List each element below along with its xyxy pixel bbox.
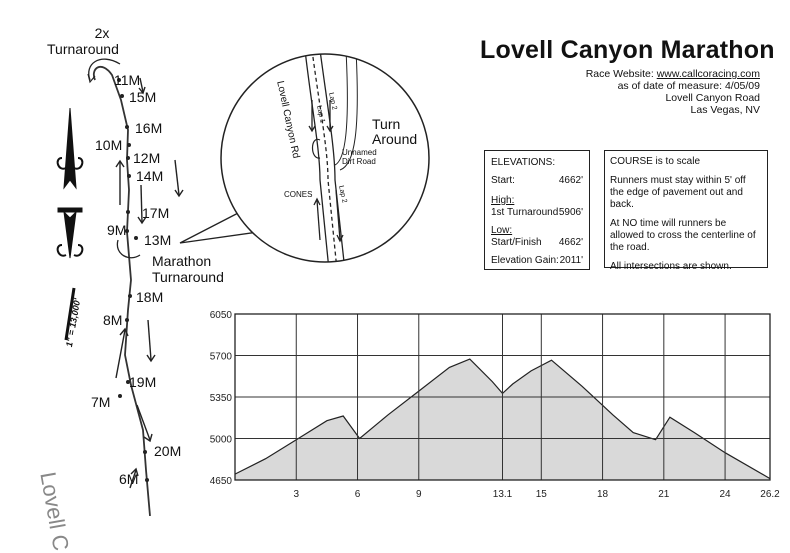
x-tick-label: 15	[536, 489, 548, 500]
turnaround-top-label: 2x	[72, 25, 132, 41]
mile-marker: 17M	[142, 205, 170, 221]
elevation-chart: 4650 5000 5350 5700 6050 3 6 9 13.1 15 18 21 24 26.2	[210, 310, 780, 500]
road-centerline	[311, 54, 339, 262]
arrow-down	[140, 184, 143, 223]
scale-bar	[64, 287, 76, 341]
low-label: Low:	[491, 225, 513, 236]
website-label: Race Website:	[585, 68, 657, 80]
mile-marker: 12M	[133, 150, 161, 166]
start-label: Start:	[491, 175, 515, 186]
gain-label: Elevation Gain:	[491, 255, 559, 266]
arrow-down	[174, 159, 180, 196]
arrow-down	[139, 77, 144, 93]
inset-turnaround	[311, 138, 321, 159]
arrow-down	[147, 319, 152, 361]
arrow-up	[129, 469, 137, 489]
mile-marker: 19M	[129, 374, 157, 390]
mile-marker: 11M	[114, 72, 141, 88]
elevations-box: ELEVATIONS: Start: 4662' High: 1st Turna…	[484, 150, 590, 270]
x-tick-label: 6	[355, 489, 361, 500]
mile-marker: 8M	[103, 312, 123, 328]
mile-marker: 20M	[154, 443, 182, 459]
y-tick-label: 5700	[210, 352, 233, 363]
x-tick-label: 21	[658, 489, 670, 500]
inset-detail-map	[179, 53, 430, 263]
x-tick-label: 13.1	[493, 489, 513, 500]
route-map	[56, 58, 184, 516]
mile-marker: 7M	[91, 394, 111, 410]
dirt-road-line1: Unnamed	[342, 148, 377, 157]
north-arrow	[56, 107, 84, 259]
y-tick-label: 5000	[210, 435, 233, 446]
page-title: Lovell Canyon Marathon	[480, 36, 775, 64]
arrow-down	[136, 404, 151, 441]
turn-around-line1: Turn	[372, 116, 401, 132]
race-website: Race Website: www.callcoracing.com	[586, 68, 760, 80]
arrow-up	[115, 329, 126, 379]
turnaround-top-line2: Turnaround	[47, 41, 119, 57]
elevations-heading: ELEVATIONS:	[491, 157, 556, 168]
course-note-1: Runners must stay within 5' off the edge…	[610, 175, 746, 210]
mile-marker: 10M	[95, 137, 123, 153]
mile-marker: 14M	[136, 168, 164, 184]
marathon-turnaround-line2: Turnaround	[152, 269, 224, 285]
high-label: High:	[491, 195, 515, 206]
race-city: Las Vegas, NV	[690, 104, 760, 116]
mile-marker: 6M	[119, 471, 139, 487]
marathon-turnaround-line1: Marathon	[152, 253, 212, 269]
mile-marker: 13M	[144, 232, 172, 248]
dirt-road-label: Unnamed Dirt Road	[342, 148, 377, 166]
low-value: 4662'	[558, 237, 583, 248]
x-tick-label: 18	[597, 489, 609, 500]
website-link[interactable]: www.callcoracing.com	[656, 68, 760, 80]
course-notes-box: COURSE is to scale Runners must stay wit…	[604, 150, 768, 272]
x-tick-label: 9	[416, 489, 422, 500]
y-tick-label: 5350	[210, 393, 233, 404]
y-tick-label: 6050	[210, 310, 233, 321]
x-tick-label: 3	[293, 489, 299, 500]
high-value: 5906'	[558, 207, 583, 218]
turnaround-top-line1: 2x	[94, 25, 110, 41]
low-point: Start/Finish	[491, 237, 542, 248]
mile-marker: 18M	[136, 289, 164, 305]
dirt-road	[334, 54, 348, 166]
gain-value: 2011'	[559, 255, 583, 266]
course-note-3: All intersections are shown.	[610, 261, 732, 272]
high-point: 1st Turnaround	[491, 207, 559, 218]
race-info: Race Website: www.callcoracing.com as of…	[586, 68, 760, 116]
measure-date: as of date of measure: 4/05/09	[617, 80, 760, 92]
mile-marker: 16M	[135, 120, 163, 136]
chart-frame	[234, 313, 771, 481]
y-tick-label: 4650	[210, 476, 233, 487]
turnaround-arc-top	[88, 58, 121, 81]
race-road: Lovell Canyon Road	[665, 92, 760, 104]
turn-around-line2: Around	[372, 131, 418, 147]
road-edge	[319, 54, 347, 262]
route-line	[92, 65, 151, 516]
x-tick-label: 26.2	[760, 489, 780, 500]
road-edge	[304, 54, 331, 262]
cones-label: CONES	[284, 190, 313, 199]
dirt-road-line2: Dirt Road	[342, 157, 376, 166]
start-value: 4662'	[558, 175, 583, 186]
course-heading: COURSE is to scale	[610, 156, 701, 167]
mile-marker: 9M	[107, 222, 127, 238]
inset-callout	[179, 209, 259, 244]
turnaround-arc-marathon	[116, 239, 141, 259]
x-tick-label: 24	[720, 489, 732, 500]
mile-marker: 15M	[129, 89, 157, 105]
course-note-2: At NO time will runners be allowed to cr…	[610, 218, 756, 253]
